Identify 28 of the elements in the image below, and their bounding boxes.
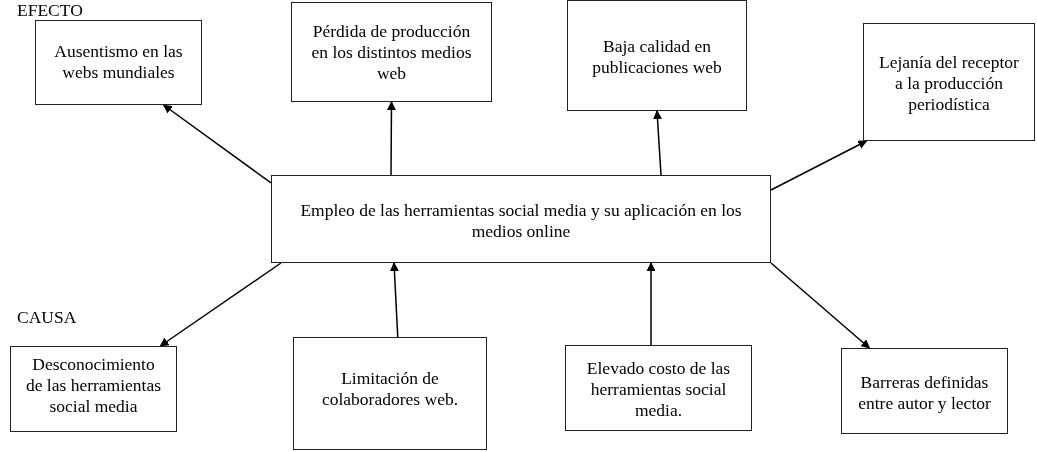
arrow: [162, 104, 272, 184]
box-text: Baja calidad en publicaciones web: [591, 36, 723, 78]
box-text: Limitación de colaboradores web.: [320, 368, 460, 410]
process-box: [567, 0, 747, 111]
section-label: EFECTO: [17, 0, 83, 20]
arrow: [770, 140, 868, 191]
process-box: [841, 348, 1008, 434]
process-box: [565, 345, 752, 431]
arrow: [389, 262, 399, 338]
box-text: Ausentismo en las webs mundiales: [53, 41, 184, 83]
process-box: [291, 2, 492, 102]
arrow: [159, 262, 282, 347]
process-box: [35, 20, 202, 105]
process-box: [863, 23, 1035, 141]
arrow: [653, 110, 662, 176]
section-label: CAUSA: [17, 307, 77, 327]
box-text: Desconocimiento de las herramientas social media: [24, 354, 163, 417]
box-text: Pérdida de producción en los distintos medios web: [310, 21, 473, 84]
process-box: [271, 175, 771, 263]
box-text: Empleo de las herramientas social media y su aplicación en los medios online: [299, 200, 743, 242]
process-box: [10, 346, 177, 432]
arrow: [386, 101, 396, 176]
process-box: [293, 337, 487, 450]
box-text: Lejanía del receptor a la producción periodística: [878, 52, 1020, 115]
box-text: Elevado costo de las herramientas social media.: [585, 358, 732, 421]
arrow: [770, 262, 871, 349]
arrow: [646, 262, 656, 346]
box-text: Barreras definidas entre autor y lector: [857, 372, 992, 414]
